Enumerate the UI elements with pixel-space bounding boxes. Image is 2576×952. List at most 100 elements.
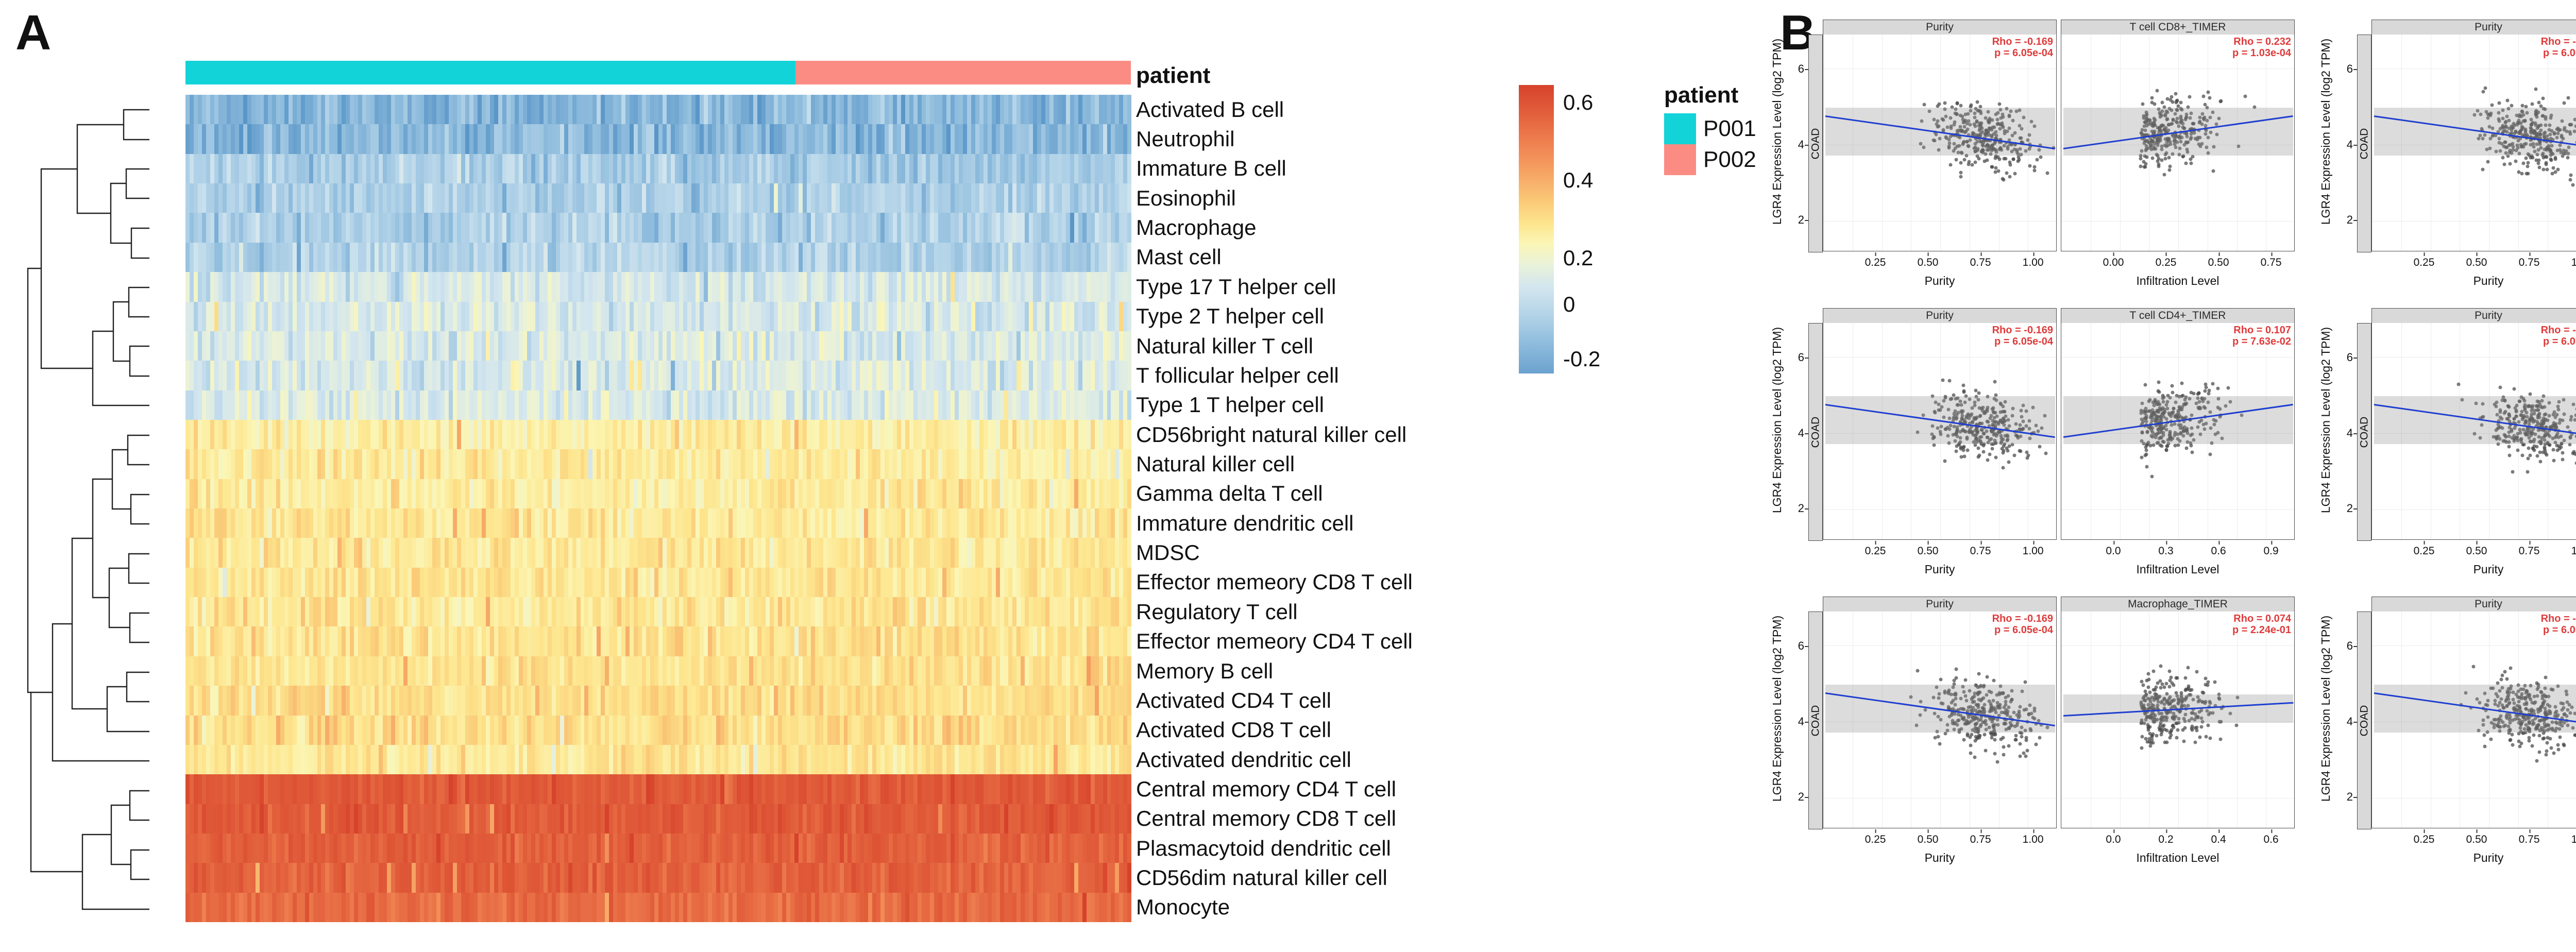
heatmap-cell [712, 686, 716, 716]
heatmap-cell [518, 124, 523, 154]
heatmap-cell [827, 183, 832, 213]
heatmap-cell [691, 124, 696, 154]
heatmap-cell [642, 479, 647, 509]
heatmap-cell [868, 124, 873, 154]
heatmap-cell [1008, 272, 1012, 302]
heatmap-cell [391, 686, 396, 716]
heatmap-cell [325, 715, 330, 745]
heatmap-cell [848, 301, 852, 331]
heatmap-cell [934, 538, 939, 568]
heatmap-cell [815, 183, 819, 213]
heatmap-cell [831, 331, 836, 361]
heatmap-cell [456, 538, 461, 568]
heatmap-cell [424, 390, 429, 420]
heatmap-cell [794, 242, 799, 273]
heatmap-cell [226, 626, 231, 656]
heatmap-cell [658, 213, 663, 243]
heatmap-cell [362, 95, 367, 125]
heatmap-cell [922, 597, 926, 627]
heatmap-cell [416, 597, 420, 627]
heatmap-cell [835, 538, 840, 568]
heatmap-cell [1049, 419, 1054, 450]
heatmap-cell [1098, 124, 1103, 154]
heatmap-cell [1016, 597, 1021, 627]
heatmap-cell [346, 419, 350, 450]
heatmap-cell [391, 272, 396, 302]
heatmap-cell [440, 656, 445, 686]
heatmap-cell [654, 508, 659, 538]
heatmap-cell [206, 301, 210, 331]
heatmap-cell [518, 331, 523, 361]
heatmap-cell [412, 449, 416, 479]
heatmap-cell [568, 419, 572, 450]
heatmap-cell [403, 567, 408, 598]
heatmap-cell [897, 361, 902, 390]
heatmap-cell [765, 301, 770, 331]
heatmap-cell [296, 686, 301, 716]
heatmap-cell [1045, 538, 1049, 568]
heatmap-cell [983, 626, 988, 656]
heatmap-cell [1098, 597, 1103, 627]
panel-a-letter: A [15, 5, 51, 60]
heatmap-cell [387, 419, 392, 450]
heatmap-cell [716, 301, 720, 331]
heatmap-cell [592, 419, 597, 450]
heatmap-cell [951, 154, 955, 184]
heatmap-cell [864, 361, 869, 390]
heatmap-cell [605, 686, 609, 716]
heatmap-cell [572, 449, 577, 479]
heatmap-cell [296, 272, 301, 302]
heatmap-cell [564, 95, 568, 125]
heatmap-cell [597, 597, 601, 627]
heatmap-cell [634, 419, 638, 450]
heatmap-cell [909, 242, 914, 273]
heatmap-cell [399, 154, 404, 184]
heatmap-cell [942, 242, 947, 273]
heatmap-cell [440, 538, 445, 568]
heatmap-cell [1119, 213, 1124, 243]
heatmap-cell [802, 390, 807, 420]
heatmap-cell [1103, 95, 1107, 125]
heatmap-cell [263, 656, 268, 686]
heatmap-cell [576, 331, 581, 361]
heatmap-cell [185, 479, 190, 509]
heatmap-cell [987, 361, 992, 390]
heatmap-cell [810, 656, 815, 686]
heatmap-cell [346, 597, 350, 627]
heatmap-cell [852, 154, 856, 184]
heatmap-cell [654, 419, 659, 450]
heatmap-cell [1045, 301, 1049, 331]
heatmap-cell [708, 242, 712, 273]
heatmap-cell [259, 301, 264, 331]
heatmap-cell [913, 597, 918, 627]
heatmap-cell [827, 597, 832, 627]
heatmap-cell [210, 361, 214, 390]
heatmap-cell [880, 567, 885, 598]
heatmap-cell [658, 656, 663, 686]
heatmap-cell [720, 154, 724, 184]
heatmap-cell [1041, 242, 1045, 273]
heatmap-cell [625, 715, 630, 745]
heatmap-cell [313, 154, 317, 184]
heatmap-cell [1020, 242, 1025, 273]
heatmap-cell [239, 272, 243, 302]
heatmap-cell [839, 213, 844, 243]
heatmap-cell [736, 124, 741, 154]
heatmap-cell [555, 361, 560, 390]
heatmap-cell [708, 95, 712, 125]
heatmap-cell [1094, 242, 1099, 273]
heatmap-cell [189, 656, 194, 686]
heatmap-cell [456, 449, 461, 479]
heatmap-cell [1086, 331, 1091, 361]
heatmap-cell [592, 686, 597, 716]
heatmap-cell [757, 183, 761, 213]
heatmap-cell [979, 419, 984, 450]
heatmap-cell [625, 331, 630, 361]
heatmap-cell [987, 390, 992, 420]
heatmap-cell [1024, 242, 1029, 273]
heatmap-cell [663, 183, 667, 213]
heatmap-cell [815, 361, 819, 390]
heatmap-cell [383, 183, 387, 213]
heatmap-cell [687, 390, 692, 420]
heatmap-cell [1004, 390, 1008, 420]
